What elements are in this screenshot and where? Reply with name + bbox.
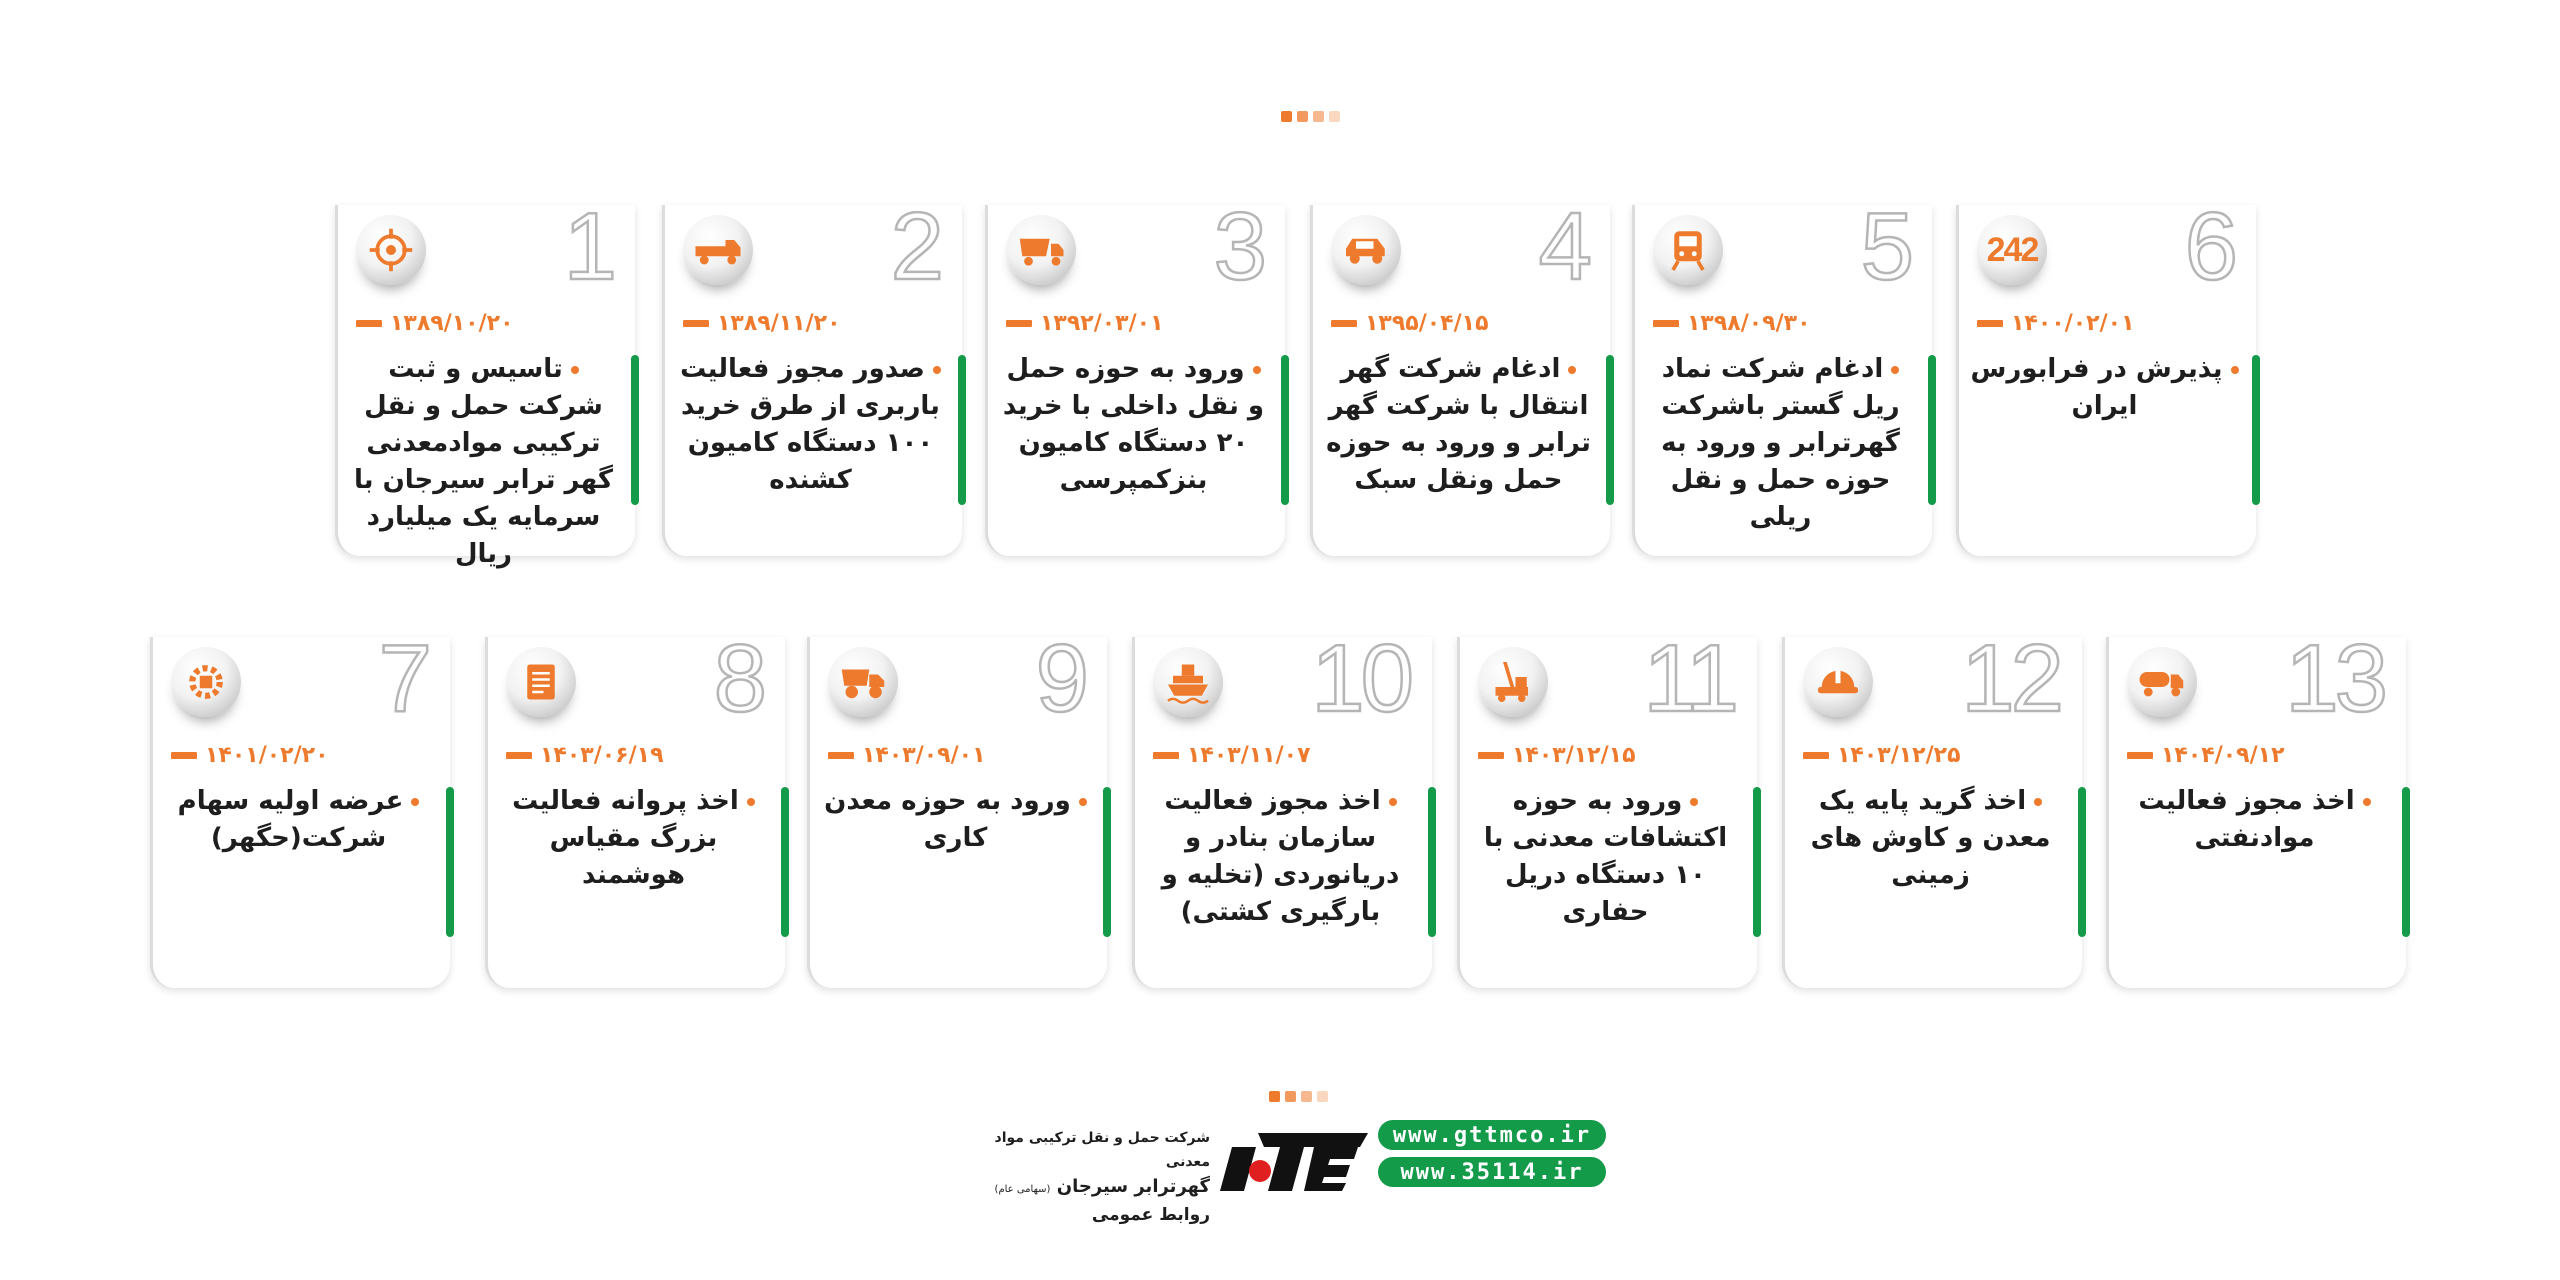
green-accent-bar [781, 787, 789, 937]
green-accent-bar [1928, 355, 1936, 505]
green-accent-bar [1428, 787, 1436, 937]
step-number: 2 [889, 193, 945, 300]
event-date: ۱۳۸۹/۱۰/۲۰ [356, 311, 514, 336]
car-icon [1331, 215, 1401, 285]
step-number: 8 [712, 625, 768, 732]
website-links: www.gttmco.ir www.35114.ir [1378, 1120, 1606, 1187]
event-date: ۱۳۸۹/۱۱/۲۰ [683, 311, 841, 336]
event-date: ۱۴۰۴/۰۹/۱۲ [2127, 743, 2285, 768]
company-logo [1220, 1133, 1368, 1191]
green-accent-bar [446, 787, 454, 937]
website-link-35114[interactable]: www.35114.ir [1378, 1157, 1606, 1187]
event-description: اخذ مجوز فعالیت سازمان بنادر و دریانوردی… [1161, 786, 1400, 927]
timeline-card-11: 11 ۱۴۰۳/۱۲/۱۵ ورود به حوزه اکتشافات معدن… [1457, 629, 1761, 988]
timeline-card-6: 6 242 ۱۴۰۰/۰۲/۰۱ پذیرش در فرابورس ایران [1956, 197, 2260, 556]
event-description: ادغام شرکت گهر انتقال با شرکت گهر ترابر … [1326, 354, 1591, 495]
step-number: 6 [2183, 193, 2239, 300]
event-description: صدور مجوز فعالیت باربری از طرق خرید ۱۰۰ … [680, 354, 941, 495]
bottom-decor-squares [1269, 1091, 1328, 1102]
truck-icon [683, 215, 753, 285]
drill-rig-icon [1478, 647, 1548, 717]
company-name-block: شرکت حمل و نقل ترکیبی مواد معدنی گهرتراب… [970, 1126, 1210, 1227]
event-description: ادغام شرکت نماد ریل گستر باشرکت گهرترابر… [1661, 354, 1900, 532]
timeline-card-3: 3 ۱۳۹۲/۰۳/۰۱ ورود به حوزه حمل و نقل داخل… [985, 197, 1289, 556]
train-icon [1653, 215, 1723, 285]
timeline-card-5: 5 ۱۳۹۸/۰۹/۳۰ ادغام شرکت نماد ریل گستر با… [1632, 197, 1936, 556]
green-accent-bar [958, 355, 966, 505]
event-date: ۱۴۰۰/۰۲/۰۱ [1977, 311, 2135, 336]
green-accent-bar [2252, 355, 2260, 505]
footer: شرکت حمل و نقل ترکیبی مواد معدنی گهرتراب… [0, 1120, 2560, 1225]
step-number: 9 [1034, 625, 1090, 732]
step-number: 4 [1537, 193, 1593, 300]
timeline-card-4: 4 ۱۳۹۵/۰۴/۱۵ ادغام شرکت گهر انتقال با شر… [1310, 197, 1614, 556]
timeline-card-12: 12 ۱۴۰۳/۱۲/۲۵ اخذ گرید پایه یک معدن و کا… [1782, 629, 2086, 988]
timeline-card-7: 7 ۱۴۰۱/۰۲/۲۰ عرضه اولیه سهام شرکت(حگهر) [150, 629, 454, 988]
event-description: ورود به حوزه حمل و نقل داخلی با خرید ۲۰ … [1002, 354, 1265, 495]
step-number: 11 [1642, 625, 1740, 732]
website-link-gttmco[interactable]: www.gttmco.ir [1378, 1120, 1606, 1150]
green-accent-bar [2402, 787, 2410, 937]
hard-hat-icon [1803, 647, 1873, 717]
step-number: 7 [377, 625, 433, 732]
event-date: ۱۴۰۱/۰۲/۲۰ [171, 743, 329, 768]
step-number: 3 [1212, 193, 1268, 300]
company-line-3: روابط عمومی [1091, 1205, 1210, 1225]
company-line-1: شرکت حمل و نقل ترکیبی مواد معدنی [994, 1130, 1210, 1170]
event-description: ورود به حوزه معدن کاری [820, 783, 1091, 857]
step-number: 1 [562, 193, 618, 300]
event-date: ۱۴۰۳/۰۶/۱۹ [506, 743, 664, 768]
event-date: ۱۴۰۳/۱۲/۱۵ [1478, 743, 1636, 768]
mining-truck-icon [828, 647, 898, 717]
event-date: ۱۳۹۲/۰۳/۰۱ [1006, 311, 1164, 336]
event-date: ۱۳۹۸/۰۹/۳۰ [1653, 311, 1811, 336]
step-number: 5 [1859, 193, 1915, 300]
event-date: ۱۳۹۵/۰۴/۱۵ [1331, 311, 1489, 336]
event-description: عرضه اولیه سهام شرکت(حگهر) [163, 783, 434, 857]
step-number: 10 [1310, 625, 1415, 732]
event-description: پذیرش در فرابورس ایران [1969, 351, 2240, 425]
green-accent-bar [1281, 355, 1289, 505]
event-date: ۱۴۰۳/۱۲/۲۵ [1803, 743, 1961, 768]
step-number: 13 [2284, 625, 2389, 732]
number-242-icon: 242 [1977, 215, 2047, 285]
green-accent-bar [2078, 787, 2086, 937]
green-accent-bar [1606, 355, 1614, 505]
step-number: 12 [1960, 625, 2065, 732]
tanker-truck-icon [2127, 647, 2197, 717]
event-description: تاسیس و ثبت شرکت حمل و نقل ترکیبی موادمع… [354, 354, 613, 569]
dump-truck-icon [1006, 215, 1076, 285]
green-accent-bar [1103, 787, 1111, 937]
timeline-card-9: 9 ۱۴۰۳/۰۹/۰۱ ورود به حوزه معدن کاری [807, 629, 1111, 988]
event-description: اخذ پروانه فعالیت بزرگ مقیاس هوشمند [498, 783, 769, 894]
green-accent-bar [631, 355, 639, 505]
event-description: اخذ گرید پایه یک معدن و کاوش های زمینی [1810, 786, 2051, 890]
green-accent-bar [1753, 787, 1761, 937]
event-date: ۱۴۰۳/۱۱/۰۷ [1153, 743, 1311, 768]
license-document-icon [506, 647, 576, 717]
event-description: اخذ مجوز فعالیت موادنفتی [2119, 783, 2390, 857]
timeline-card-1: 1 ۱۳۸۹/۱۰/۲۰ تاسیس و ثبت شرکت حمل و نقل … [335, 197, 639, 569]
company-line-2: گهرترابر سیرجان (سهامی عام) [994, 1176, 1210, 1197]
timeline-card-2: 2 ۱۳۸۹/۱۱/۲۰ صدور مجوز فعالیت باربری از … [662, 197, 966, 556]
event-description: ورود به حوزه اکتشافات معدنی با ۱۰ دستگاه… [1483, 786, 1728, 927]
gear-chip-icon [171, 647, 241, 717]
compass-target-icon [356, 215, 426, 285]
event-date: ۱۴۰۳/۰۹/۰۱ [828, 743, 986, 768]
ship-icon [1153, 647, 1223, 717]
top-decor-squares [1281, 111, 1340, 122]
timeline-card-10: 10 ۱۴۰۳/۱۱/۰۷ اخذ مجوز فعالیت سازمان بنا… [1132, 629, 1436, 988]
timeline-card-8: 8 ۱۴۰۳/۰۶/۱۹ اخذ پروانه فعالیت بزرگ مقیا… [485, 629, 789, 988]
timeline-card-13: 13 ۱۴۰۴/۰۹/۱۲ اخذ مجوز فعالیت موادنفتی [2106, 629, 2410, 988]
